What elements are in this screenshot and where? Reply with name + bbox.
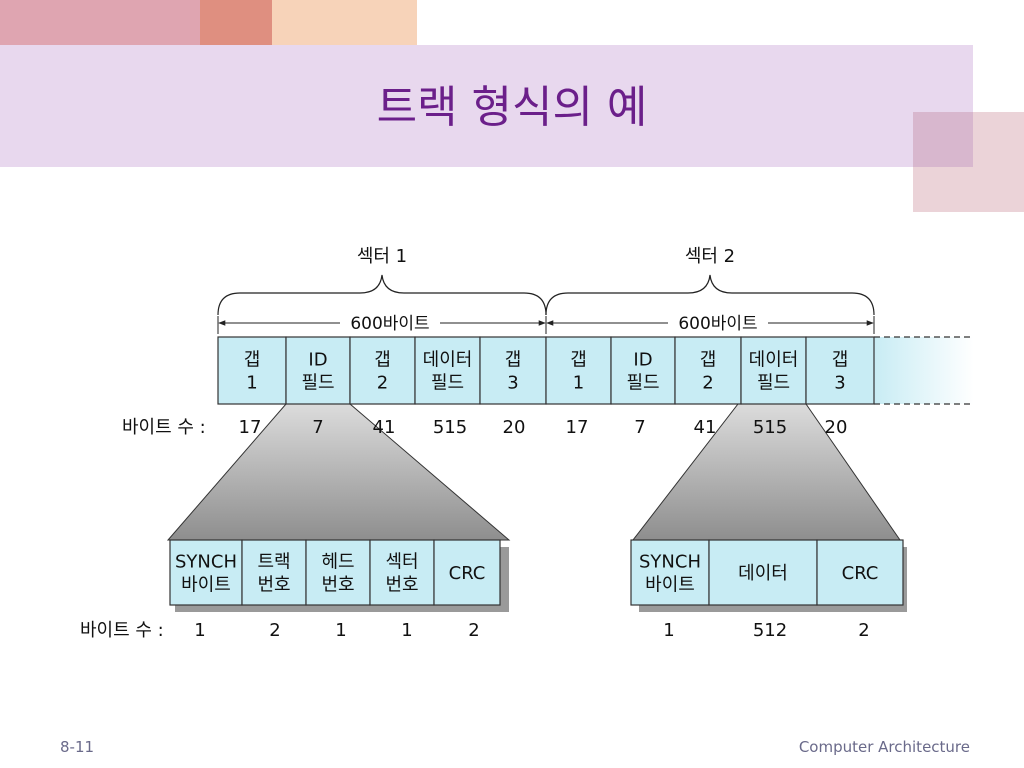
cell-4	[433, 539, 501, 606]
cell-label: 필드	[301, 372, 334, 393]
cell-label: 필드	[757, 372, 790, 393]
track-continuation	[874, 337, 974, 404]
corner-decoration-mauve	[913, 112, 973, 167]
cell-label: 번호	[321, 574, 354, 595]
cell-label: 갭	[832, 349, 849, 370]
cell-label: 번호	[385, 574, 418, 595]
cell-5	[545, 336, 612, 405]
cell-label: CRC	[842, 563, 879, 584]
cell-label: 필드	[431, 372, 464, 393]
byte-count: 1	[335, 620, 346, 641]
cell-label: 번호	[257, 574, 290, 595]
byte-count: 2	[468, 620, 479, 641]
cell-6	[610, 336, 676, 405]
byte-count: 515	[433, 417, 467, 438]
sector-1-brace	[217, 274, 547, 316]
sector-2-label: 섹터 2	[685, 246, 735, 267]
byte-count: 1	[194, 620, 205, 641]
cell-label: SYNCH	[175, 551, 237, 572]
cell-label: 2	[702, 372, 713, 393]
cell-label: 갭	[244, 349, 261, 370]
cell-label: 바이트	[181, 574, 231, 595]
cell-label: CRC	[449, 563, 486, 584]
cell-label: 데이터	[423, 349, 473, 370]
cell-label: ID	[308, 349, 327, 370]
cell-label: 데이터	[749, 349, 799, 370]
byte-count: 41	[694, 417, 717, 438]
track-byte-counts: 17 7 41 515 20 17 7 41 515 20	[239, 417, 848, 438]
cell-label: 갭	[570, 349, 587, 370]
byte-count: 1	[401, 620, 412, 641]
title-band	[0, 45, 973, 167]
sector-1-label: 섹터 1	[357, 246, 407, 267]
byte-count: 20	[825, 417, 848, 438]
cell-label: 3	[834, 372, 845, 393]
detail-bytes-label: 바이트 수 :	[80, 620, 164, 641]
course-name: Computer Architecture	[798, 738, 970, 756]
cell-7	[674, 336, 742, 405]
byte-count: 1	[663, 620, 674, 641]
cell-label: 1	[246, 372, 257, 393]
data-detail-byte-counts: 1 512 2	[663, 620, 869, 641]
id-detail-byte-counts: 1 2 1 1 2	[194, 620, 479, 641]
cell-label: 갭	[374, 349, 391, 370]
sector-1-span-label: 600바이트	[350, 314, 429, 334]
cell-1	[241, 539, 307, 606]
byte-count: 2	[858, 620, 869, 641]
byte-count: 7	[312, 417, 323, 438]
byte-count: 512	[753, 620, 787, 641]
cell-label: 갭	[505, 349, 522, 370]
byte-count: 20	[503, 417, 526, 438]
cell-label: SYNCH	[639, 551, 701, 572]
sector-2-brace	[545, 274, 875, 316]
cell-label: 헤드	[321, 551, 354, 572]
cell-8	[740, 336, 807, 405]
cell-2	[349, 336, 416, 405]
sector-2-span-label: 600바이트	[678, 314, 757, 334]
cell-label: 데이터	[738, 563, 788, 584]
cell-label: 섹터	[385, 551, 418, 572]
cell-0	[217, 336, 287, 405]
byte-count: 2	[269, 620, 280, 641]
cell-3	[369, 539, 435, 606]
byte-count: 41	[373, 417, 396, 438]
byte-count: 17	[239, 417, 262, 438]
slide-title: 트랙 형식의 예	[376, 82, 648, 133]
cell-label: 1	[573, 372, 584, 393]
byte-count: 515	[753, 417, 787, 438]
cell-label: 3	[507, 372, 518, 393]
cell-9	[805, 336, 875, 405]
cell-2	[816, 539, 904, 606]
cell-1	[708, 539, 818, 606]
byte-count: 17	[566, 417, 589, 438]
cell-4	[479, 336, 547, 405]
cell-label: 2	[377, 372, 388, 393]
cell-1	[285, 336, 351, 405]
byte-count: 7	[634, 417, 645, 438]
cell-label: 갭	[700, 349, 717, 370]
track-bytes-label: 바이트 수 :	[122, 417, 206, 438]
cell-2	[305, 539, 371, 606]
cell-0	[630, 539, 710, 606]
cell-label: ID	[633, 349, 652, 370]
cell-0	[169, 539, 243, 606]
cell-label: 바이트	[645, 574, 695, 595]
cell-3	[414, 336, 481, 405]
cell-label: 트랙	[257, 551, 290, 572]
page-number: 8-11	[60, 738, 95, 756]
cell-label: 필드	[626, 372, 659, 393]
